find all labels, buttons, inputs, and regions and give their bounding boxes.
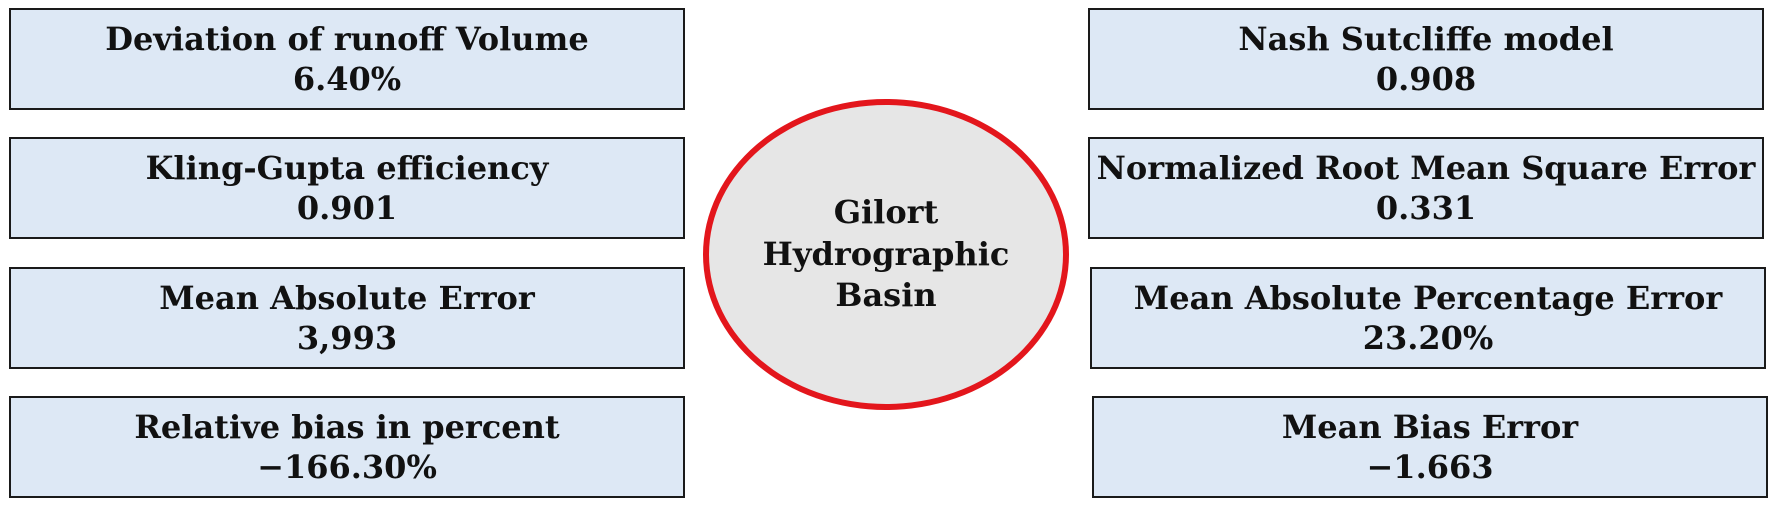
metric-box-mean-absolute-error: Mean Absolute Error 3,993: [9, 267, 685, 369]
metric-box-nash-sutcliffe-model: Nash Sutcliffe model 0.908: [1088, 8, 1764, 110]
metric-name: Relative bias in percent: [134, 408, 560, 446]
center-label-line-1: Gilort: [833, 193, 939, 232]
metric-box-mean-absolute-percentage-error: Mean Absolute Percentage Error 23.20%: [1090, 267, 1766, 369]
metric-name: Kling-Gupta efficiency: [145, 149, 549, 187]
metric-box-kling-gupta-efficiency: Kling-Gupta efficiency 0.901: [9, 137, 685, 239]
metric-name: Mean Bias Error: [1281, 408, 1579, 446]
metric-value: −166.30%: [257, 448, 437, 486]
metric-box-mean-bias-error: Mean Bias Error −1.663: [1092, 396, 1768, 498]
metric-value: 6.40%: [292, 60, 402, 98]
center-label-line-2: Hydrographic: [762, 234, 1010, 273]
center-basin-circle: Gilort Hydrographic Basin: [703, 99, 1069, 410]
metric-box-relative-bias-in-percent: Relative bias in percent −166.30%: [9, 396, 685, 498]
metric-box-deviation-of-runoff-volume: Deviation of runoff Volume 6.40%: [9, 8, 685, 110]
metric-name: Nash Sutcliffe model: [1238, 20, 1614, 58]
metric-value: 0.331: [1375, 189, 1477, 227]
metric-name: Mean Absolute Error: [159, 279, 535, 317]
metric-value: 0.901: [296, 189, 398, 227]
metric-name: Normalized Root Mean Square Error: [1096, 149, 1756, 187]
center-label-line-3: Basin: [835, 276, 937, 315]
metric-value: 3,993: [296, 319, 398, 357]
metric-name: Deviation of runoff Volume: [105, 20, 589, 58]
metric-box-normalized-root-mean-square-error: Normalized Root Mean Square Error 0.331: [1088, 137, 1764, 239]
metric-value: −1.663: [1366, 448, 1494, 486]
metric-value: 23.20%: [1362, 319, 1494, 357]
metric-value: 0.908: [1375, 60, 1477, 98]
metric-name: Mean Absolute Percentage Error: [1133, 279, 1723, 317]
